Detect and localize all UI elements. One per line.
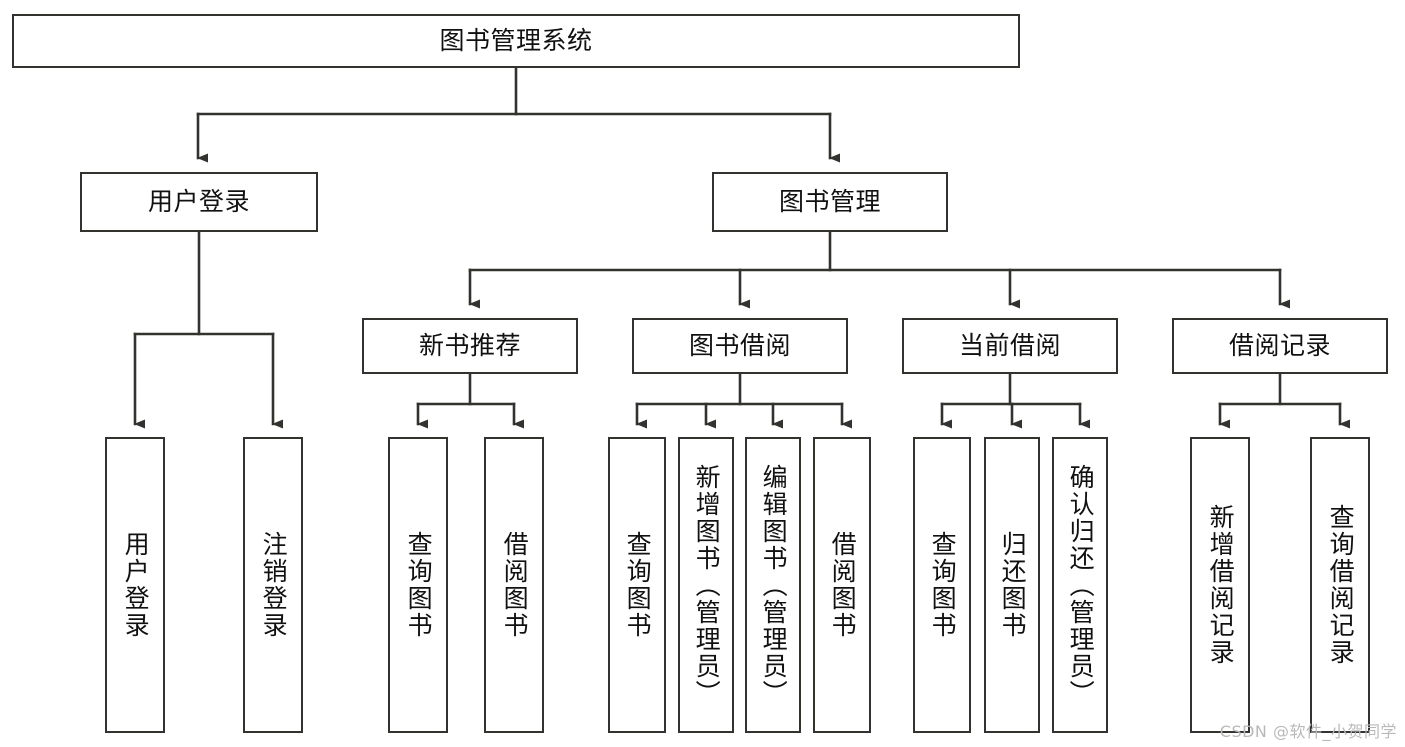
node-leaf-cur-return[interactable]: 归还图书 xyxy=(984,437,1040,733)
node-leaf-cur-confirm-label: 确认归还（管理员） xyxy=(1066,463,1096,707)
node-leaf-borrow-edit-label: 编辑图书（管理员） xyxy=(759,463,789,707)
node-current-borrow[interactable]: 当前借阅 xyxy=(902,318,1118,374)
node-borrow-record[interactable]: 借阅记录 xyxy=(1172,318,1388,374)
node-new-book-rec-label: 新书推荐 xyxy=(418,331,521,361)
node-leaf-rec-search-label: 查询借阅记录 xyxy=(1326,504,1356,666)
node-leaf-rec-borrow-label: 借阅图书 xyxy=(500,531,530,639)
node-current-borrow-label: 当前借阅 xyxy=(958,331,1061,361)
node-leaf-cur-query-label: 查询图书 xyxy=(928,531,958,639)
node-book-borrow-label: 图书借阅 xyxy=(688,331,791,361)
node-leaf-borrow-do[interactable]: 借阅图书 xyxy=(813,437,871,733)
node-leaf-borrow-do-label: 借阅图书 xyxy=(828,531,858,639)
node-leaf-borrow-query-label: 查询图书 xyxy=(623,531,653,639)
node-leaf-user-login-label: 用户登录 xyxy=(121,531,151,639)
node-leaf-rec-add[interactable]: 新增借阅记录 xyxy=(1190,437,1250,733)
node-leaf-borrow-add-label: 新增图书（管理员） xyxy=(692,463,722,707)
node-book-manage[interactable]: 图书管理 xyxy=(712,172,948,232)
node-book-manage-label: 图书管理 xyxy=(778,187,881,217)
node-leaf-user-logout[interactable]: 注销登录 xyxy=(243,437,303,733)
node-leaf-rec-search[interactable]: 查询借阅记录 xyxy=(1310,437,1370,733)
node-leaf-borrow-query[interactable]: 查询图书 xyxy=(608,437,666,733)
node-leaf-user-login[interactable]: 用户登录 xyxy=(105,437,165,733)
node-leaf-rec-query-label: 查询图书 xyxy=(404,531,434,639)
node-leaf-cur-return-label: 归还图书 xyxy=(998,531,1028,639)
node-new-book-rec[interactable]: 新书推荐 xyxy=(362,318,578,374)
node-root-label: 图书管理系统 xyxy=(439,26,593,56)
node-user-login-label: 用户登录 xyxy=(147,187,250,217)
csdn-watermark: CSDN @软件_小贺同学 xyxy=(1219,722,1397,741)
node-leaf-cur-confirm[interactable]: 确认归还（管理员） xyxy=(1052,437,1108,733)
node-leaf-rec-add-label: 新增借阅记录 xyxy=(1206,504,1236,666)
node-leaf-rec-query[interactable]: 查询图书 xyxy=(388,437,448,733)
node-user-login[interactable]: 用户登录 xyxy=(80,172,318,232)
node-leaf-cur-query[interactable]: 查询图书 xyxy=(913,437,971,733)
node-root-system[interactable]: 图书管理系统 xyxy=(12,14,1020,68)
node-book-borrow[interactable]: 图书借阅 xyxy=(632,318,848,374)
node-leaf-rec-borrow[interactable]: 借阅图书 xyxy=(484,437,544,733)
node-leaf-borrow-add[interactable]: 新增图书（管理员） xyxy=(678,437,734,733)
node-leaf-user-logout-label: 注销登录 xyxy=(259,531,289,639)
node-borrow-record-label: 借阅记录 xyxy=(1228,331,1331,361)
node-leaf-borrow-edit[interactable]: 编辑图书（管理员） xyxy=(745,437,801,733)
